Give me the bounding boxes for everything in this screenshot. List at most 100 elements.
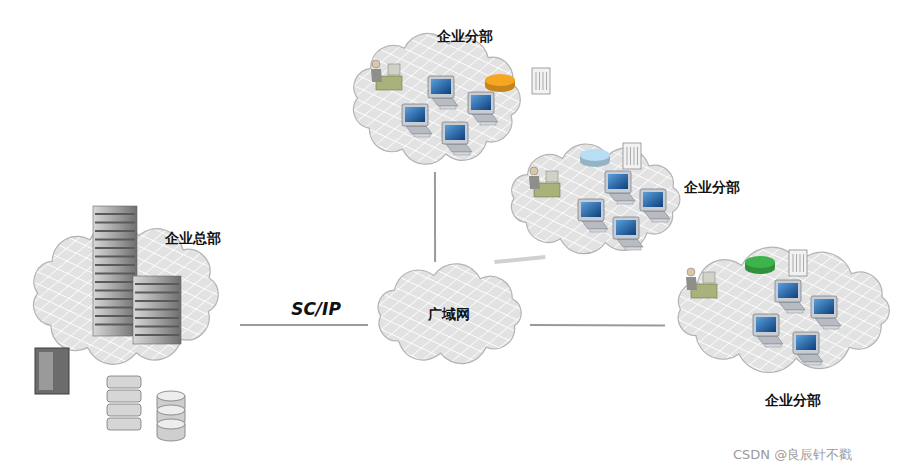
monitor-frame (428, 76, 454, 98)
keyboard (454, 152, 470, 155)
server-slot (803, 254, 804, 272)
tower-floor (95, 264, 135, 266)
server-icon (623, 143, 641, 169)
server-slot (539, 72, 540, 90)
branch-site: 企业分部 (665, 240, 907, 416)
server-tower-body (35, 348, 69, 394)
disc-top (580, 149, 610, 161)
office-building (133, 276, 181, 344)
tower-floor (95, 238, 135, 240)
computer-base (779, 302, 805, 310)
computer-base (797, 354, 823, 362)
network-link (434, 172, 436, 262)
database-cylinder (157, 391, 185, 441)
monitor-frame (775, 280, 801, 302)
monitor-screen (405, 107, 425, 122)
keyboard (590, 229, 606, 232)
headquarters-site: 企业总部 (15, 200, 240, 450)
building-floor (135, 317, 179, 319)
server-slot (637, 147, 638, 165)
user-icon (686, 268, 717, 298)
computer-icon (775, 280, 805, 313)
site-label: 企业分部 (765, 392, 821, 409)
monitor-screen (814, 299, 834, 314)
computer-base (644, 211, 670, 219)
monitor-frame (811, 296, 837, 318)
server-slot (796, 254, 797, 272)
tower-floor (95, 272, 135, 274)
monitor-frame (442, 122, 468, 144)
link-label: SC/IP (291, 299, 341, 319)
tower-floor (95, 281, 135, 283)
building-floor (135, 308, 179, 310)
server-tower (35, 348, 69, 394)
monitor-screen (471, 95, 491, 110)
tower-floor (95, 289, 135, 291)
cloud-outline (354, 33, 521, 164)
user-monitor (388, 64, 400, 75)
monitor-frame (753, 314, 779, 336)
monitor-frame (613, 217, 639, 239)
server-slot (634, 147, 635, 165)
computer-icon (793, 332, 823, 365)
monitor-frame (605, 171, 631, 193)
monitor-screen (431, 79, 451, 94)
server-slot (800, 254, 801, 272)
building-floor (135, 334, 179, 336)
keyboard (823, 326, 839, 329)
server-slot (630, 147, 631, 165)
rack-unit (107, 376, 141, 388)
tower-floor (95, 230, 135, 232)
building-body (133, 276, 181, 344)
branch-site: 企业分部 (500, 135, 762, 257)
computer-base (582, 221, 608, 229)
network-link (240, 324, 368, 326)
disc-top (485, 74, 515, 86)
computer-icon (753, 314, 783, 347)
computer-icon (442, 122, 472, 155)
monitor-frame (793, 332, 819, 354)
keyboard (787, 310, 803, 313)
branch-site: 企业分部 (340, 18, 565, 172)
tower-floor (95, 221, 135, 223)
monitor-frame (640, 189, 666, 211)
computer-icon (640, 189, 670, 222)
tower-floor (95, 255, 135, 257)
cloud-outline (378, 264, 521, 364)
storage-disc (485, 74, 515, 92)
building-floor (135, 291, 179, 293)
monitor-screen (796, 335, 816, 350)
cloud-outline (678, 247, 889, 372)
site-label: 企业总部 (165, 230, 221, 247)
user-monitor (703, 272, 715, 283)
computer-icon (578, 199, 608, 232)
computer-base (609, 193, 635, 201)
monitor-screen (581, 202, 601, 217)
keyboard (625, 247, 641, 250)
rack-unit (107, 404, 141, 416)
computer-base (446, 144, 472, 152)
user-icon (529, 167, 560, 197)
server-icon (789, 250, 807, 276)
user-monitor (546, 171, 558, 182)
server-rack (107, 376, 141, 430)
user-head (372, 60, 380, 68)
computer-icon (811, 296, 841, 329)
computer-icon (613, 217, 643, 250)
server-body (789, 250, 807, 276)
keyboard (617, 201, 633, 204)
computer-base (757, 336, 783, 344)
site-label: 企业分部 (437, 28, 493, 45)
server-slot (543, 72, 544, 90)
keyboard (652, 219, 668, 222)
computer-icon (468, 92, 498, 125)
user-body (371, 69, 382, 82)
tower-floor (95, 298, 135, 300)
tower-floor (95, 306, 135, 308)
keyboard (805, 362, 821, 365)
cloud-outline (511, 144, 679, 254)
user-head (687, 268, 695, 276)
server-body (532, 68, 550, 94)
site-label: 企业分部 (684, 179, 740, 196)
network-link (530, 324, 665, 327)
